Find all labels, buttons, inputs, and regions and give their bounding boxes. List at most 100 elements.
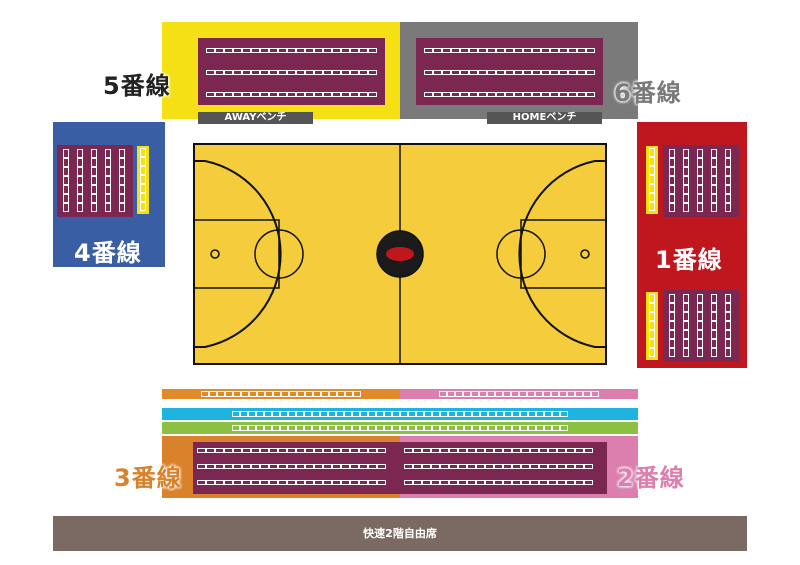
seat[interactable] <box>458 448 467 453</box>
seat[interactable] <box>140 166 146 175</box>
seat[interactable] <box>377 464 386 469</box>
seat[interactable] <box>63 176 69 185</box>
seat[interactable] <box>440 411 448 417</box>
seat[interactable] <box>140 148 146 157</box>
seat[interactable] <box>476 464 485 469</box>
seat[interactable] <box>404 448 413 453</box>
seat[interactable] <box>233 70 242 75</box>
seat[interactable] <box>448 425 456 431</box>
seat[interactable] <box>536 411 544 417</box>
seat[interactable] <box>584 480 593 485</box>
seat[interactable] <box>413 464 422 469</box>
seat[interactable] <box>350 92 359 97</box>
seat[interactable] <box>264 425 272 431</box>
seat[interactable] <box>505 70 514 75</box>
seat[interactable] <box>711 339 717 348</box>
seat[interactable] <box>360 425 368 431</box>
seat[interactable] <box>296 425 304 431</box>
seat[interactable] <box>242 464 251 469</box>
seat[interactable] <box>77 185 83 194</box>
seat[interactable] <box>140 202 146 211</box>
seat[interactable] <box>560 411 568 417</box>
seat[interactable] <box>541 48 550 53</box>
seat[interactable] <box>683 303 689 312</box>
seat[interactable] <box>350 464 359 469</box>
seat[interactable] <box>257 391 265 397</box>
seat[interactable] <box>352 411 360 417</box>
seat[interactable] <box>314 448 323 453</box>
seat[interactable] <box>376 411 384 417</box>
seat[interactable] <box>105 203 111 212</box>
seat[interactable] <box>472 425 480 431</box>
seat[interactable] <box>341 448 350 453</box>
seat[interactable] <box>140 157 146 166</box>
seat[interactable] <box>422 448 431 453</box>
seat[interactable] <box>341 48 350 53</box>
seat[interactable] <box>476 480 485 485</box>
seat[interactable] <box>233 391 241 397</box>
seat[interactable] <box>725 294 731 303</box>
seat[interactable] <box>332 92 341 97</box>
seat[interactable] <box>683 294 689 303</box>
seat[interactable] <box>332 70 341 75</box>
seat[interactable] <box>404 480 413 485</box>
seat[interactable] <box>557 448 566 453</box>
seat[interactable] <box>711 294 717 303</box>
seat[interactable] <box>232 411 240 417</box>
seat[interactable] <box>697 203 703 212</box>
seat[interactable] <box>91 203 97 212</box>
seat[interactable] <box>439 391 447 397</box>
seat[interactable] <box>725 149 731 158</box>
seat[interactable] <box>458 480 467 485</box>
seat[interactable] <box>583 391 591 397</box>
seat[interactable] <box>314 48 323 53</box>
seat[interactable] <box>532 48 541 53</box>
seat[interactable] <box>320 411 328 417</box>
seat[interactable] <box>312 425 320 431</box>
seat[interactable] <box>467 464 476 469</box>
seat[interactable] <box>511 391 519 397</box>
seat[interactable] <box>669 294 675 303</box>
seat[interactable] <box>496 92 505 97</box>
seat[interactable] <box>63 194 69 203</box>
seat[interactable] <box>341 92 350 97</box>
seat[interactable] <box>312 411 320 417</box>
seat[interactable] <box>494 464 503 469</box>
seat[interactable] <box>359 480 368 485</box>
seat[interactable] <box>494 448 503 453</box>
seat[interactable] <box>105 176 111 185</box>
seat[interactable] <box>442 92 451 97</box>
seat[interactable] <box>249 391 257 397</box>
seat[interactable] <box>242 448 251 453</box>
seat[interactable] <box>725 185 731 194</box>
seat[interactable] <box>91 149 97 158</box>
seat[interactable] <box>591 391 599 397</box>
seat[interactable] <box>548 448 557 453</box>
seat[interactable] <box>323 92 332 97</box>
seat[interactable] <box>304 425 312 431</box>
seat[interactable] <box>683 339 689 348</box>
seat[interactable] <box>649 330 655 339</box>
seat[interactable] <box>119 158 125 167</box>
seat[interactable] <box>287 92 296 97</box>
seat[interactable] <box>485 448 494 453</box>
seat[interactable] <box>541 92 550 97</box>
seat[interactable] <box>584 448 593 453</box>
seat[interactable] <box>105 194 111 203</box>
seat[interactable] <box>323 48 332 53</box>
seat[interactable] <box>105 158 111 167</box>
seat[interactable] <box>305 70 314 75</box>
seat[interactable] <box>224 48 233 53</box>
seat[interactable] <box>711 348 717 357</box>
seat[interactable] <box>384 425 392 431</box>
seat[interactable] <box>260 480 269 485</box>
seat[interactable] <box>400 425 408 431</box>
seat[interactable] <box>215 480 224 485</box>
seat[interactable] <box>433 92 442 97</box>
seat[interactable] <box>447 391 455 397</box>
seat[interactable] <box>530 448 539 453</box>
seat[interactable] <box>478 92 487 97</box>
seat[interactable] <box>251 92 260 97</box>
seat[interactable] <box>424 425 432 431</box>
seat[interactable] <box>206 48 215 53</box>
